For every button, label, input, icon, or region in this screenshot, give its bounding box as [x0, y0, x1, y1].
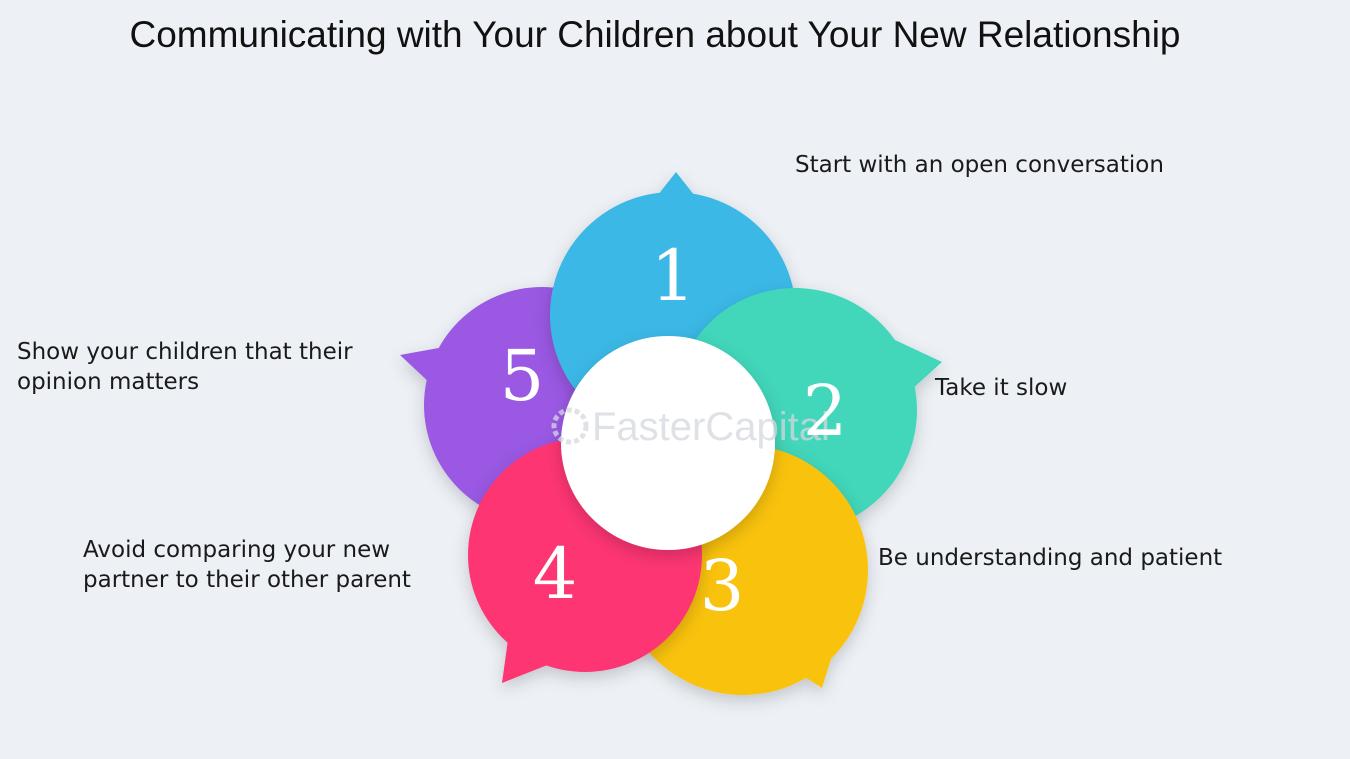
step-number-5: 5: [500, 335, 545, 417]
step-label-4-line-1: Avoid comparing your new: [83, 537, 391, 563]
step-number-1: 1: [651, 235, 696, 317]
petal-3-tail: [775, 630, 840, 688]
petal-2-tail: [895, 340, 942, 400]
step-label-5: Show your children that their opinion ma…: [17, 337, 353, 397]
step-label-2: Take it slow: [935, 373, 1067, 403]
step-label-4-line-2: partner to their other parent: [83, 567, 411, 593]
petal-5-tail: [400, 345, 455, 400]
step-number-2: 2: [803, 370, 848, 452]
step-label-2-line-1: Take it slow: [935, 375, 1068, 401]
step-label-3: Be understanding and patient: [878, 543, 1222, 573]
step-number-3: 3: [700, 545, 745, 627]
watermark: FasterCapital: [551, 405, 830, 449]
step-label-1-line-1: Start with an open conversation: [795, 152, 1164, 178]
step-label-4: Avoid comparing your new partner to thei…: [83, 535, 411, 595]
watermark-text: FasterCapital: [592, 405, 830, 449]
center-circle: [561, 336, 775, 550]
step-label-1: Start with an open conversation: [795, 150, 1164, 180]
petal-1-tail: [650, 172, 702, 205]
step-label-5-line-1: Show your children that their: [17, 339, 353, 365]
petal-4-tail: [502, 625, 560, 683]
step-label-3-line-1: Be understanding and patient: [878, 545, 1223, 571]
step-label-5-line-2: opinion matters: [17, 369, 200, 395]
watermark-gear-icon: [551, 407, 589, 445]
page-title: Communicating with Your Children about Y…: [129, 14, 1181, 55]
step-number-4: 4: [533, 533, 578, 615]
